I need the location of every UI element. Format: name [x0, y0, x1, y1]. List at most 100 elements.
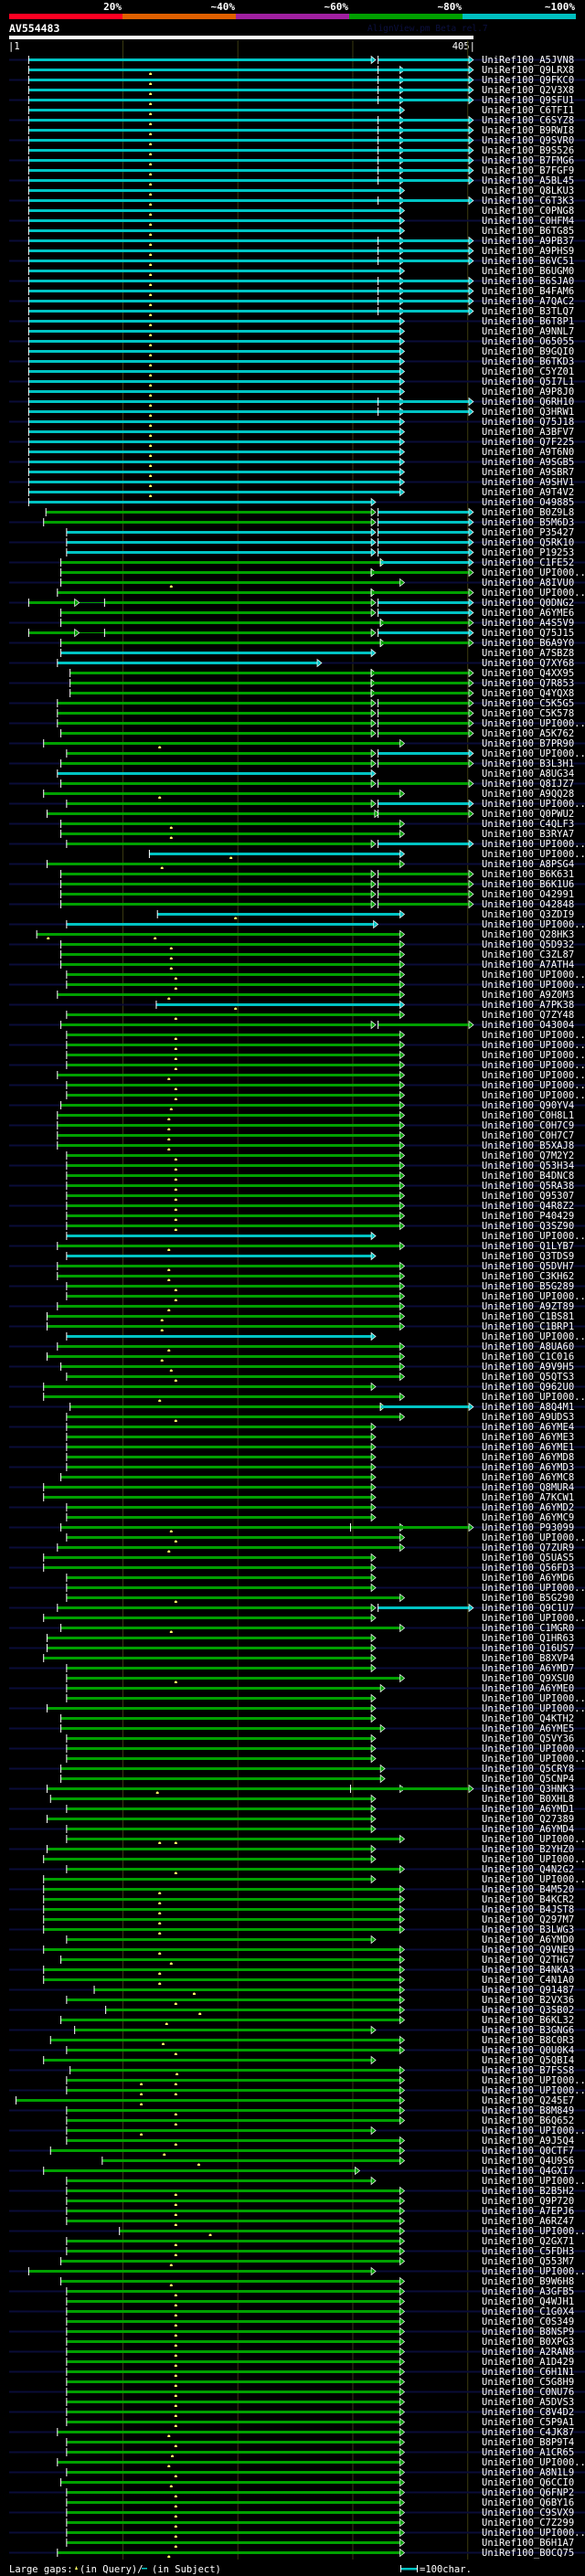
hit-segment[interactable] [43, 1968, 400, 1971]
hit-segment[interactable] [43, 1888, 400, 1891]
hit-row[interactable]: UniRef100_B4FAM6 [27, 286, 574, 297]
hit-row[interactable]: UniRef100_UPI000.. [43, 1854, 585, 1865]
hit-row[interactable]: UniRef100_B5G290 [66, 1593, 574, 1604]
hit-row[interactable]: UniRef100_Q3TDS9 [66, 1251, 574, 1262]
hit-segment[interactable] [66, 2350, 400, 2353]
hit-row[interactable]: UniRef100_Q8MUR4 [9, 1482, 585, 1493]
hit-label[interactable]: UniRef100_Q4YQX8 [482, 688, 574, 699]
hit-segment[interactable] [43, 1395, 400, 1398]
hit-label[interactable]: UniRef100_B9W6H8 [482, 2276, 574, 2287]
hit-segment[interactable] [66, 531, 372, 534]
hit-label[interactable]: UniRef100_Q0DNG2 [482, 598, 574, 609]
hit-row[interactable]: UniRef100_C1FE52 [9, 557, 585, 568]
hit-segment[interactable] [378, 400, 469, 403]
hit-segment[interactable] [43, 1385, 372, 1388]
hit-label[interactable]: UniRef100_Q5D932 [482, 939, 574, 950]
hit-label[interactable]: UniRef100_Q4WJH1 [482, 2296, 574, 2307]
hit-label[interactable]: UniRef100_C1MGR0 [482, 1623, 574, 1634]
hit-segment[interactable] [69, 1405, 381, 1408]
hit-segment[interactable] [66, 2079, 400, 2082]
hit-segment[interactable] [57, 2431, 400, 2433]
hit-row[interactable]: UniRef100_B4DNC8 [66, 1171, 574, 1182]
hit-row[interactable]: UniRef100_Q2THG7 [60, 1955, 574, 1966]
hit-label[interactable]: UniRef100_UPI000.. [482, 1613, 585, 1624]
hit-segment[interactable] [60, 652, 372, 654]
hit-row[interactable]: UniRef100_Q2V3X8 [27, 85, 574, 96]
hit-row[interactable]: UniRef100_B6A9Y0 [9, 638, 585, 649]
hit-label[interactable]: UniRef100_Q5I7L1 [482, 376, 574, 387]
hit-segment[interactable] [28, 209, 400, 212]
hit-label[interactable]: UniRef100_C8V4D2 [482, 2407, 574, 2418]
hit-segment[interactable] [28, 159, 400, 162]
hit-segment[interactable] [47, 1637, 372, 1639]
hit-segment[interactable] [60, 883, 372, 885]
hit-label[interactable]: UniRef100_A5JVN8 [482, 55, 574, 66]
hit-label[interactable]: UniRef100_Q9SVR0 [482, 135, 574, 146]
hit-segment[interactable] [57, 662, 317, 664]
hit-row[interactable]: UniRef100_Q7ZY48 [66, 1010, 574, 1021]
hit-row[interactable]: UniRef100_C5K5G5 [9, 698, 585, 709]
hit-row[interactable]: UniRef100_A6YME6 [60, 608, 574, 619]
hit-segment[interactable] [378, 531, 469, 534]
hit-row[interactable]: UniRef100_P19253 [66, 547, 574, 558]
hit-segment[interactable] [66, 1506, 372, 1509]
hit-row[interactable]: UniRef100_B6TG85 [27, 226, 574, 237]
hit-row[interactable]: UniRef100_UPI000.. [148, 849, 585, 860]
hit-segment[interactable] [28, 310, 400, 313]
hit-row[interactable]: UniRef100_B8C0R3 [49, 2035, 574, 2046]
hit-label[interactable]: UniRef100_A7PK38 [482, 1000, 574, 1011]
hit-segment[interactable] [60, 963, 400, 966]
hit-segment[interactable] [66, 2129, 372, 2132]
hit-row[interactable]: UniRef100_C0H7C9 [9, 1120, 585, 1131]
hit-label[interactable]: UniRef100_C0HFM4 [482, 216, 574, 227]
hit-row[interactable]: UniRef100_A6YME4 [9, 1422, 585, 1433]
hit-segment[interactable] [43, 521, 372, 524]
hit-segment[interactable] [66, 2531, 400, 2534]
hit-row[interactable]: UniRef100_Q91487 [9, 1985, 585, 1996]
hit-segment[interactable] [28, 199, 400, 202]
hit-segment[interactable] [28, 119, 400, 122]
hit-row[interactable]: UniRef100_O42991 [60, 889, 574, 900]
hit-label[interactable]: UniRef100_A9V9H5 [482, 1362, 574, 1373]
hit-segment[interactable] [66, 2441, 400, 2443]
hit-label[interactable]: UniRef100_C0NU76 [482, 2387, 574, 2398]
hit-segment[interactable] [60, 953, 400, 956]
hit-segment[interactable] [378, 893, 469, 896]
hit-row[interactable]: UniRef100_Q5UAS5 [43, 1553, 574, 1564]
hit-segment[interactable] [66, 2240, 400, 2242]
hit-row[interactable]: UniRef100_Q9XSU0 [66, 1673, 574, 1684]
hit-label[interactable]: UniRef100_P93099 [482, 1522, 574, 1533]
hit-label[interactable]: UniRef100_C5FDH3 [482, 2246, 574, 2257]
hit-label[interactable]: UniRef100_C6H1N1 [482, 2367, 574, 2378]
hit-row[interactable]: UniRef100_UPI000.. [9, 2226, 585, 2237]
hit-segment[interactable] [66, 1536, 400, 1539]
hit-label[interactable]: UniRef100_C4N1A0 [482, 1975, 574, 1986]
hit-label[interactable]: UniRef100_Q5QBI4 [482, 2055, 574, 2066]
hit-segment[interactable] [57, 722, 372, 725]
hit-label[interactable]: UniRef100_A7EPJ6 [482, 2206, 574, 2217]
hit-segment[interactable] [378, 903, 469, 906]
hit-row[interactable]: UniRef100_UPI000.. [43, 1874, 585, 1885]
hit-row[interactable]: UniRef100_B8NSP9 [9, 2327, 585, 2337]
hit-label[interactable]: UniRef100_A6RZ47 [482, 2216, 574, 2227]
hit-segment[interactable] [28, 420, 400, 423]
hit-row[interactable]: UniRef100_B6KL32 [60, 2015, 574, 2026]
hit-label[interactable]: UniRef100_Q9FKC0 [482, 75, 574, 86]
hit-segment[interactable] [378, 199, 469, 202]
hit-label[interactable]: UniRef100_Q9C1U7 [482, 1603, 574, 1614]
hit-segment[interactable] [66, 2360, 400, 2363]
hit-segment[interactable] [66, 1747, 372, 1750]
hit-label[interactable]: UniRef100_Q553M7 [482, 2256, 574, 2267]
hit-label[interactable]: UniRef100_UPI000.. [482, 2528, 585, 2539]
hit-label[interactable]: UniRef100_B6TG85 [482, 226, 574, 237]
hit-label[interactable]: UniRef100_B3RYA7 [482, 829, 574, 840]
hit-row[interactable]: UniRef100_B6K631 [60, 869, 574, 880]
hit-segment[interactable] [378, 511, 469, 514]
hit-label[interactable]: UniRef100_Q75J15 [482, 628, 574, 639]
hit-segment[interactable] [66, 1737, 372, 1740]
hit-label[interactable]: UniRef100_B3TLQ7 [482, 306, 574, 317]
hit-row[interactable]: UniRef100_C9SVX9 [9, 2507, 585, 2518]
hit-segment[interactable] [66, 2320, 400, 2323]
hit-segment[interactable] [371, 571, 469, 574]
hit-segment[interactable] [50, 2039, 400, 2041]
